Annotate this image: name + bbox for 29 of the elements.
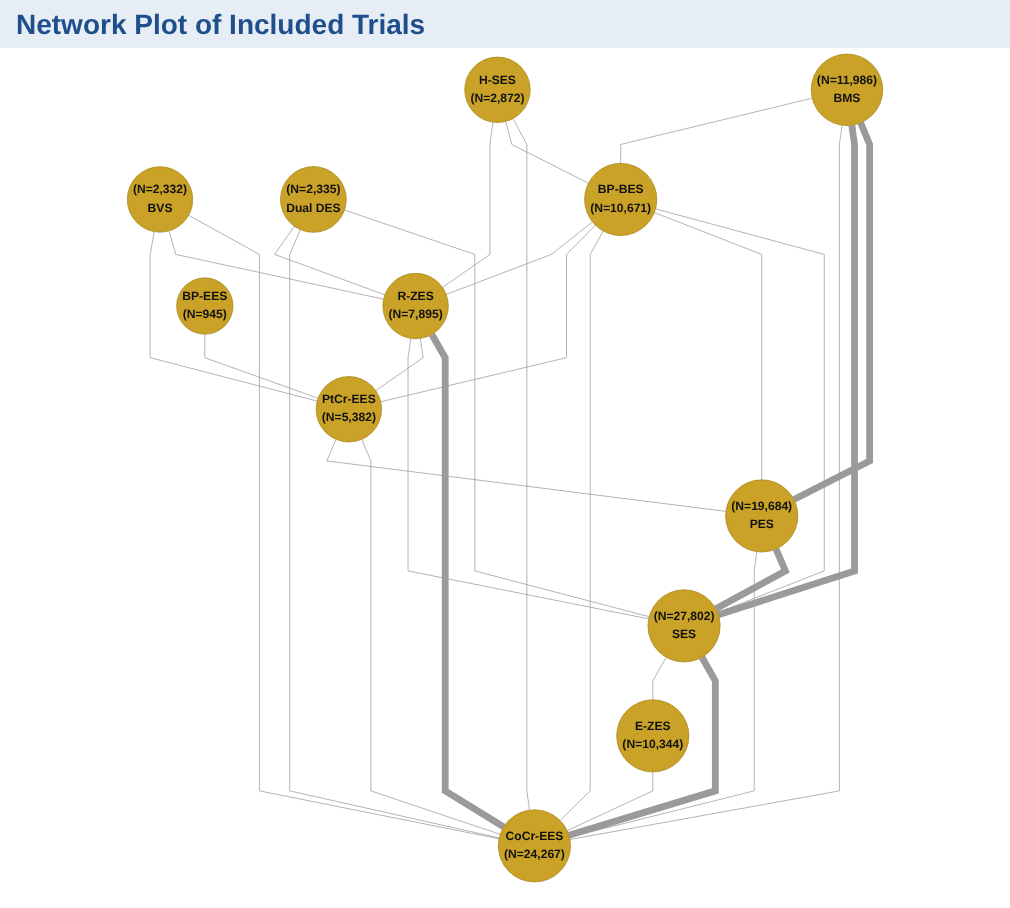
connector bbox=[442, 121, 494, 288]
connector bbox=[569, 551, 758, 838]
connector bbox=[568, 655, 719, 839]
connector bbox=[188, 214, 500, 840]
connector bbox=[505, 121, 589, 184]
connector bbox=[428, 332, 506, 830]
connector bbox=[375, 338, 424, 391]
connector bbox=[407, 338, 650, 620]
connector bbox=[569, 124, 843, 840]
connector bbox=[361, 439, 501, 835]
connector bbox=[445, 221, 593, 295]
connector bbox=[149, 231, 318, 402]
connector bbox=[289, 229, 500, 839]
connector bbox=[717, 124, 858, 619]
connector bbox=[566, 771, 654, 832]
connector bbox=[344, 209, 650, 618]
connector bbox=[559, 230, 604, 821]
connector bbox=[620, 97, 813, 164]
connector bbox=[653, 212, 763, 481]
connector bbox=[512, 118, 530, 811]
connector bbox=[168, 230, 384, 300]
chart-title: Network Plot of Included Trials bbox=[0, 0, 1010, 48]
connector bbox=[326, 439, 727, 512]
connector bbox=[652, 656, 667, 701]
connector bbox=[274, 225, 386, 296]
connector bbox=[204, 333, 319, 399]
connector bbox=[792, 121, 874, 503]
connector bbox=[655, 208, 825, 614]
connector bbox=[714, 547, 790, 612]
